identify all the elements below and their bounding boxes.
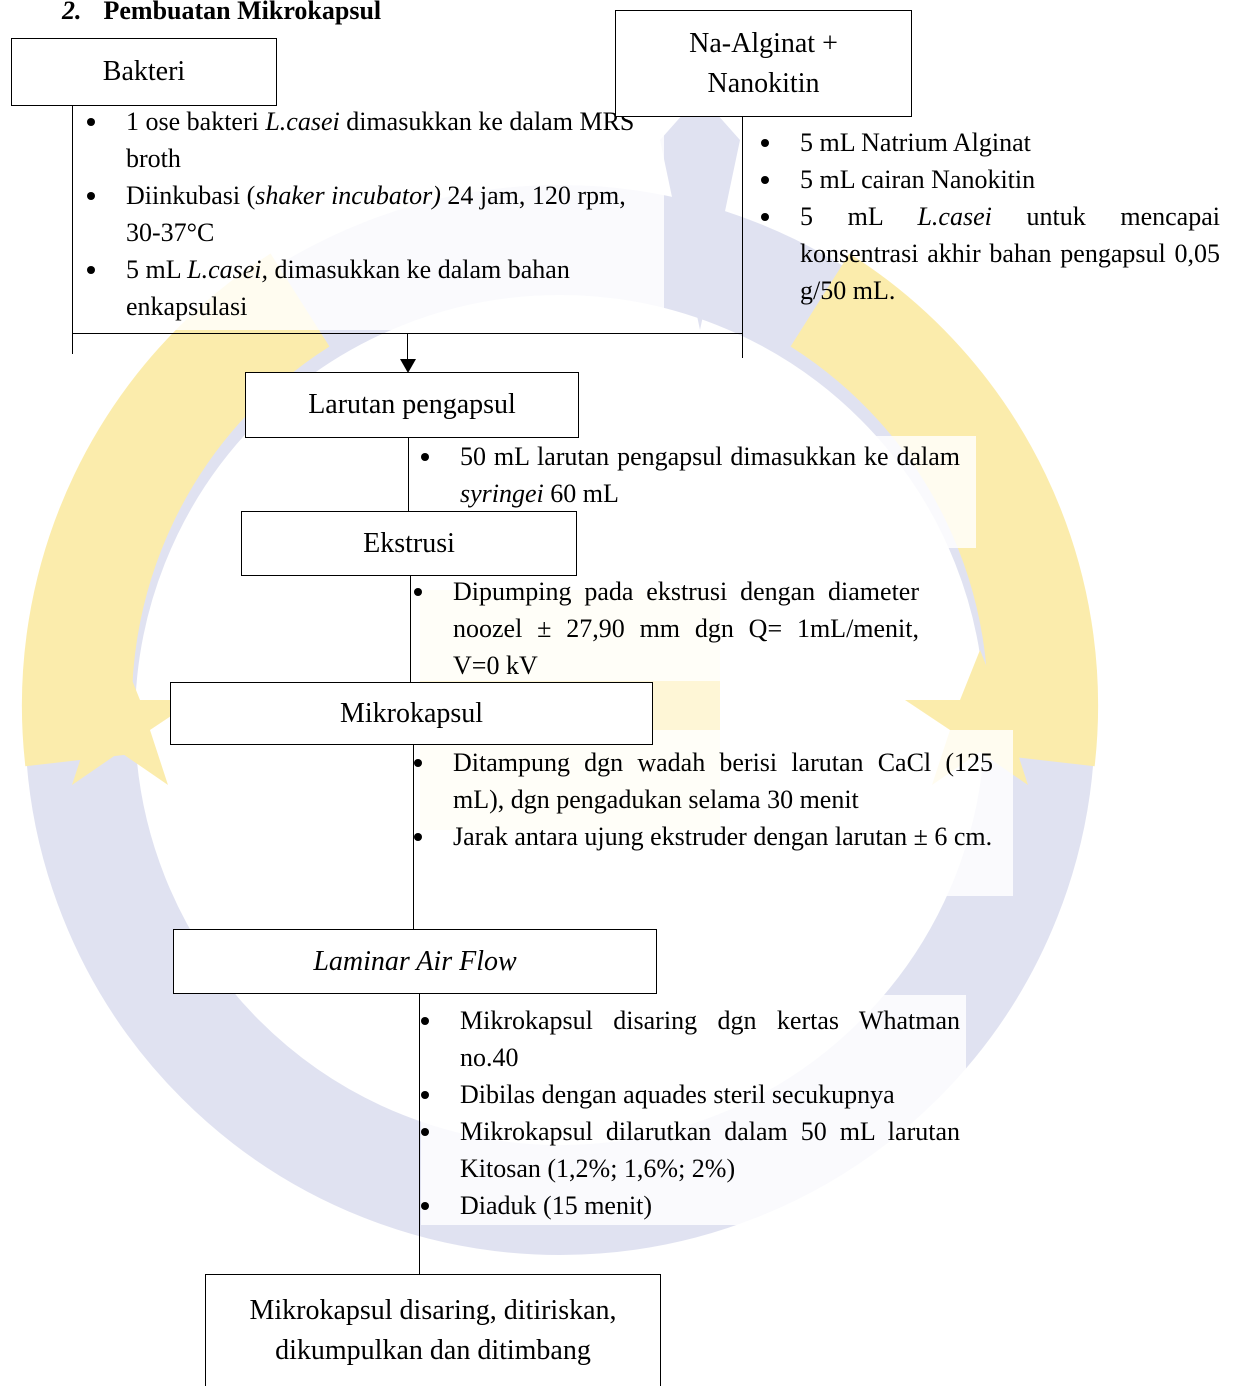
mikrokapsul-notes: Ditampung dgn wadah berisi larutan CaCl …: [403, 744, 993, 855]
mikrokapsul-notes-panel: [415, 730, 1013, 896]
section-number: 2.: [62, 0, 82, 25]
ekstrusi-box: Ekstrusi: [241, 511, 577, 576]
alginat-connector: [742, 116, 743, 358]
bakteri-label: Bakteri: [102, 56, 186, 87]
ekstrusi-connector: [410, 575, 411, 685]
na-alginat-label-line2: Nanokitin: [707, 67, 820, 99]
list-item: Ditampung dgn wadah berisi larutan CaCl …: [403, 744, 993, 818]
final-step-label-line2: dikumpulkan dan ditimbang: [275, 1334, 591, 1366]
laminar-notes-panel: [421, 995, 966, 1225]
larutan-notes: 50 mL larutan pengapsul dimasukkan ke da…: [410, 438, 960, 512]
ekstrusi-label: Ekstrusi: [363, 527, 455, 559]
larutan-connector: [408, 436, 409, 522]
ekstrusi-notes: Dipumping pada ekstrusi dengan diameter …: [403, 573, 919, 684]
section-title: Pembuatan Mikrokapsul: [103, 0, 382, 25]
bakteri-connector: [72, 104, 73, 354]
na-alginat-label-line1: Na-Alginat +: [689, 27, 838, 59]
mikrokapsul-connector: [413, 744, 414, 932]
laminar-notes: Mikrokapsul disaring dgn kertas Whatman …: [410, 1002, 960, 1224]
arrow-down-icon: [400, 359, 416, 373]
list-item: Mikrokapsul disaring dgn kertas Whatman …: [410, 1002, 960, 1076]
mikrokapsul-box: Mikrokapsul: [170, 682, 653, 745]
mikrokapsul-label: Mikrokapsul: [339, 697, 484, 729]
list-item: 1 ose bakteri L.casei dimasukkan ke dala…: [76, 103, 646, 177]
larutan-pengapsul-box: Larutan pengapsul: [245, 372, 579, 438]
list-item: Dipumping pada ekstrusi dengan diameter …: [403, 573, 919, 684]
merge-down-line: [407, 333, 408, 361]
larutan-pengapsul-label: Larutan pengapsul: [308, 389, 516, 420]
list-item: 5 mL L.casei, dimasukkan ke dalam bahan …: [76, 251, 646, 325]
final-step-box: Mikrokapsul disaring, ditiriskan, dikump…: [205, 1274, 661, 1386]
final-step-label-line1: Mikrokapsul disaring, ditiriskan,: [249, 1294, 617, 1326]
list-item: 5 mL L.casei untuk mencapai konsentrasi …: [750, 198, 1220, 309]
section-heading: 2. Pembuatan Mikrokapsul: [62, 0, 381, 26]
list-item: Mikrokapsul dilarutkan dalam 50 mL larut…: [410, 1113, 960, 1187]
list-item: 50 mL larutan pengapsul dimasukkan ke da…: [410, 438, 960, 512]
list-item: Dibilas dengan aquades steril secukupnya: [410, 1076, 960, 1113]
list-item: Jarak antara ujung ekstruder dengan laru…: [403, 818, 993, 855]
bakteri-box: Bakteri: [11, 38, 277, 106]
bakteri-notes-panel: [74, 104, 664, 330]
laminar-connector: [419, 993, 420, 1276]
list-item: 5 mL Natrium Alginat: [750, 124, 1220, 161]
list-item: Diinkubasi (shaker incubator) 24 jam, 12…: [76, 177, 646, 251]
list-item: Diaduk (15 menit): [410, 1187, 960, 1224]
alginat-notes: 5 mL Natrium Alginat 5 mL cairan Nanokit…: [750, 124, 1220, 309]
bakteri-notes: 1 ose bakteri L.casei dimasukkan ke dala…: [76, 103, 646, 325]
laminar-air-flow-label: Laminar Air Flow: [313, 945, 517, 977]
list-item: 5 mL cairan Nanokitin: [750, 161, 1220, 198]
na-alginat-box: Na-Alginat + Nanokitin: [615, 10, 912, 117]
laminar-air-flow-box: Laminar Air Flow: [173, 929, 657, 994]
